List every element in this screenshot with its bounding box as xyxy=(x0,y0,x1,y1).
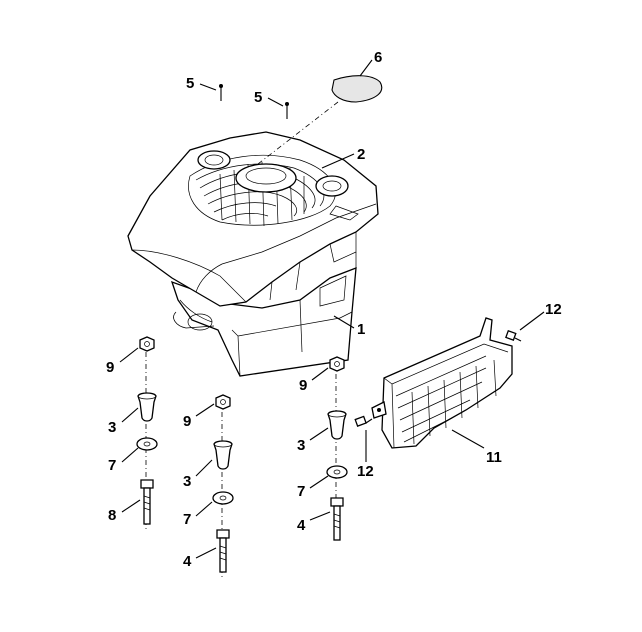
callout-5: 5 xyxy=(186,75,194,92)
callout-7: 7 xyxy=(297,483,305,500)
callout-1: 1 xyxy=(357,321,365,338)
callout-6: 6 xyxy=(374,49,382,66)
callout-12: 12 xyxy=(357,463,374,480)
part-5-pin-a xyxy=(219,84,223,101)
callout-11: 11 xyxy=(486,449,502,466)
callout-2: 2 xyxy=(357,146,365,163)
assembly-line-6 xyxy=(257,101,339,165)
callout-9: 9 xyxy=(299,377,307,394)
part-5-pin-b xyxy=(285,102,289,119)
callout-4: 4 xyxy=(183,553,192,570)
part-1-housing-body xyxy=(170,267,357,377)
part-12-screw-b xyxy=(354,415,373,427)
mount-stack-middle xyxy=(212,394,234,580)
mount-stack-left xyxy=(136,336,158,530)
leader-lines xyxy=(119,59,545,559)
callout-4: 4 xyxy=(297,517,306,534)
callout-8: 8 xyxy=(108,507,116,524)
part-6-cap xyxy=(331,75,383,103)
callout-3: 3 xyxy=(108,419,116,436)
callout-labels: 5 5 6 2 1 12 11 12 9 3 7 8 9 3 7 4 9 3 7… xyxy=(106,49,562,570)
callout-3: 3 xyxy=(297,437,305,454)
callout-9: 9 xyxy=(183,413,191,430)
callout-3: 3 xyxy=(183,473,191,490)
part-11-muffler xyxy=(371,317,513,449)
callout-5: 5 xyxy=(254,89,262,106)
callout-12: 12 xyxy=(545,301,562,318)
part-12-screw-a xyxy=(505,329,522,342)
part-2-engine-cover xyxy=(127,131,379,307)
callout-9: 9 xyxy=(106,359,114,376)
callout-7: 7 xyxy=(183,511,191,528)
callout-7: 7 xyxy=(108,457,116,474)
mount-stack-right xyxy=(326,356,348,541)
